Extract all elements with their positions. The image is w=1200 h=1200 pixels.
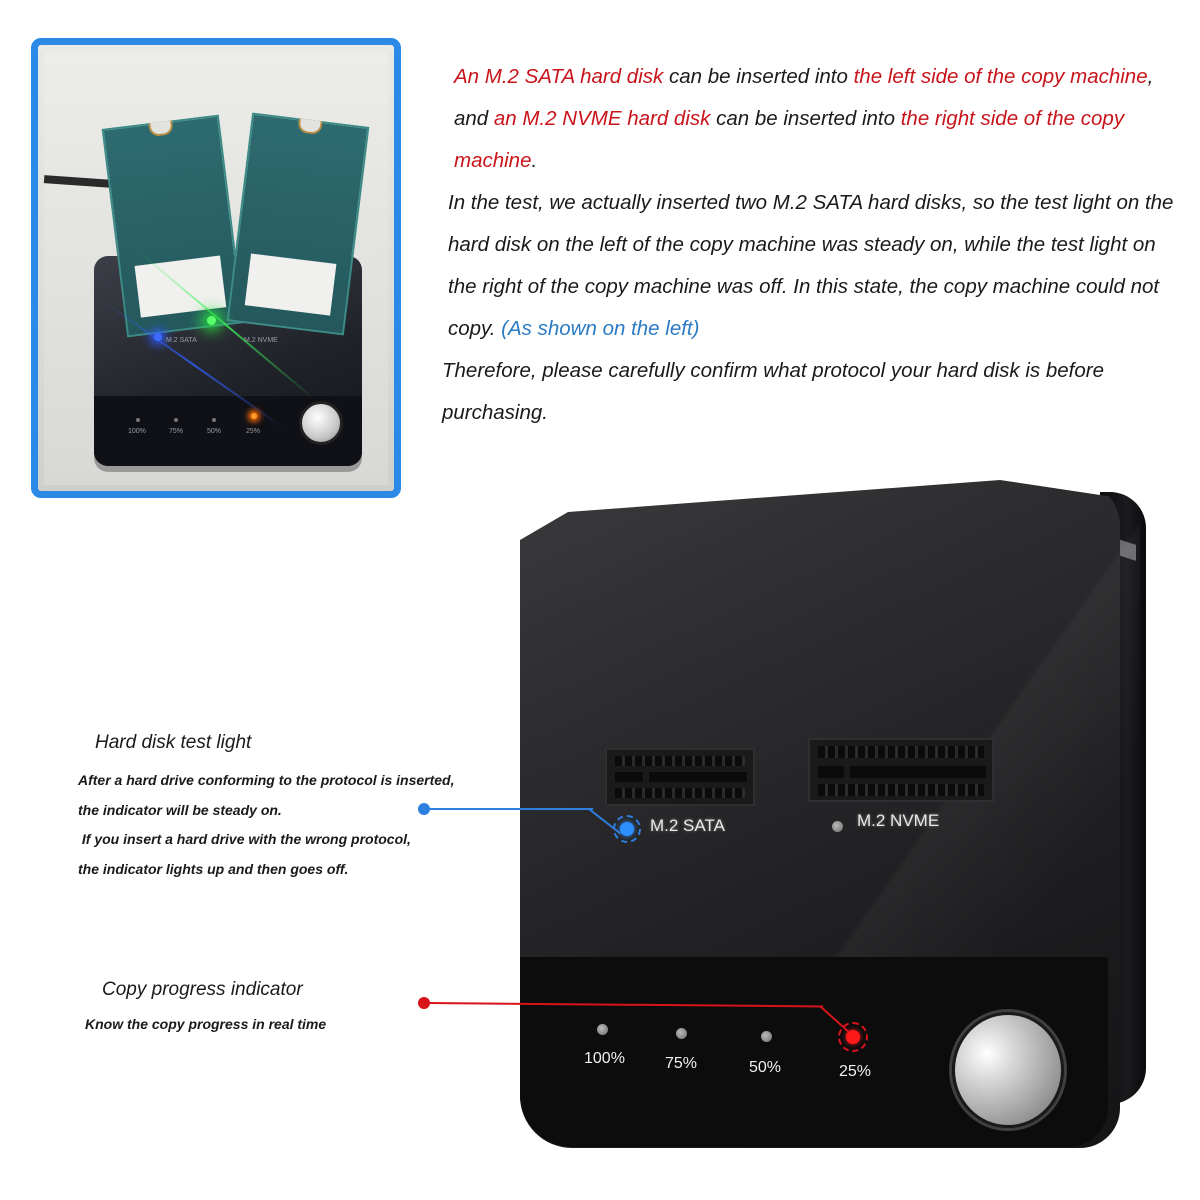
ssd-card-left xyxy=(101,114,245,338)
progress-led-25-ring xyxy=(838,1022,868,1052)
description-paragraph-2: In the test, we actually inserted two M.… xyxy=(448,191,1174,340)
progress-led-75 xyxy=(676,1028,687,1039)
photo-slot-label-right: M.2 NVME xyxy=(244,337,278,344)
progress-callout-text: Know the copy progress in real time xyxy=(85,1016,327,1032)
description-paragraph-1: An M.2 SATA hard disk can be inserted in… xyxy=(454,65,1154,172)
progress-label-50: 50% xyxy=(749,1059,782,1076)
photo-sata-led xyxy=(154,333,162,341)
photo-25-led xyxy=(251,413,257,419)
product-photo-frame: M.2 SATA M.2 NVME 100% 75% 50% 25% xyxy=(31,38,401,498)
progress-callout-title: Copy progress indicator xyxy=(102,979,303,1000)
description-text: An M.2 SATA hard disk can be inserted in… xyxy=(442,56,1178,434)
as-shown-note: (As shown on the left) xyxy=(501,317,700,340)
m2-nvme-slot xyxy=(808,738,994,802)
nvme-test-led xyxy=(832,821,843,832)
photo-slot-label-left: M.2 SATA xyxy=(166,337,197,344)
test-light-pointer-dot xyxy=(418,803,430,815)
description-paragraph-3: Therefore, please carefully confirm what… xyxy=(442,359,1105,424)
progress-led-100 xyxy=(597,1024,608,1035)
progress-label-100: 100% xyxy=(584,1050,625,1067)
progress-label-75: 75% xyxy=(665,1055,698,1072)
sata-slot-label: M.2 SATA xyxy=(650,816,725,835)
progress-led-50 xyxy=(761,1031,772,1042)
test-light-callout-title: Hard disk test light xyxy=(95,732,252,753)
photo-power-button xyxy=(299,401,343,445)
product-photo: M.2 SATA M.2 NVME 100% 75% 50% 25% xyxy=(43,51,388,485)
progress-pointer-dot xyxy=(418,997,430,1009)
start-copy-button[interactable] xyxy=(952,1012,1064,1128)
copy-dock-device: M.2 SATA M.2 NVME 100% 75% 50% 25% xyxy=(520,480,1146,1152)
test-light-callout-text: After a hard drive conforming to the pro… xyxy=(78,772,455,877)
photo-green-led xyxy=(207,316,216,325)
progress-led-25 xyxy=(846,1030,860,1044)
m2-sata-slot xyxy=(605,748,755,806)
test-light-pointer-line xyxy=(428,808,593,810)
sata-test-led xyxy=(620,822,634,836)
nvme-slot-label: M.2 NVME xyxy=(857,811,940,830)
progress-label-25: 25% xyxy=(839,1063,872,1080)
